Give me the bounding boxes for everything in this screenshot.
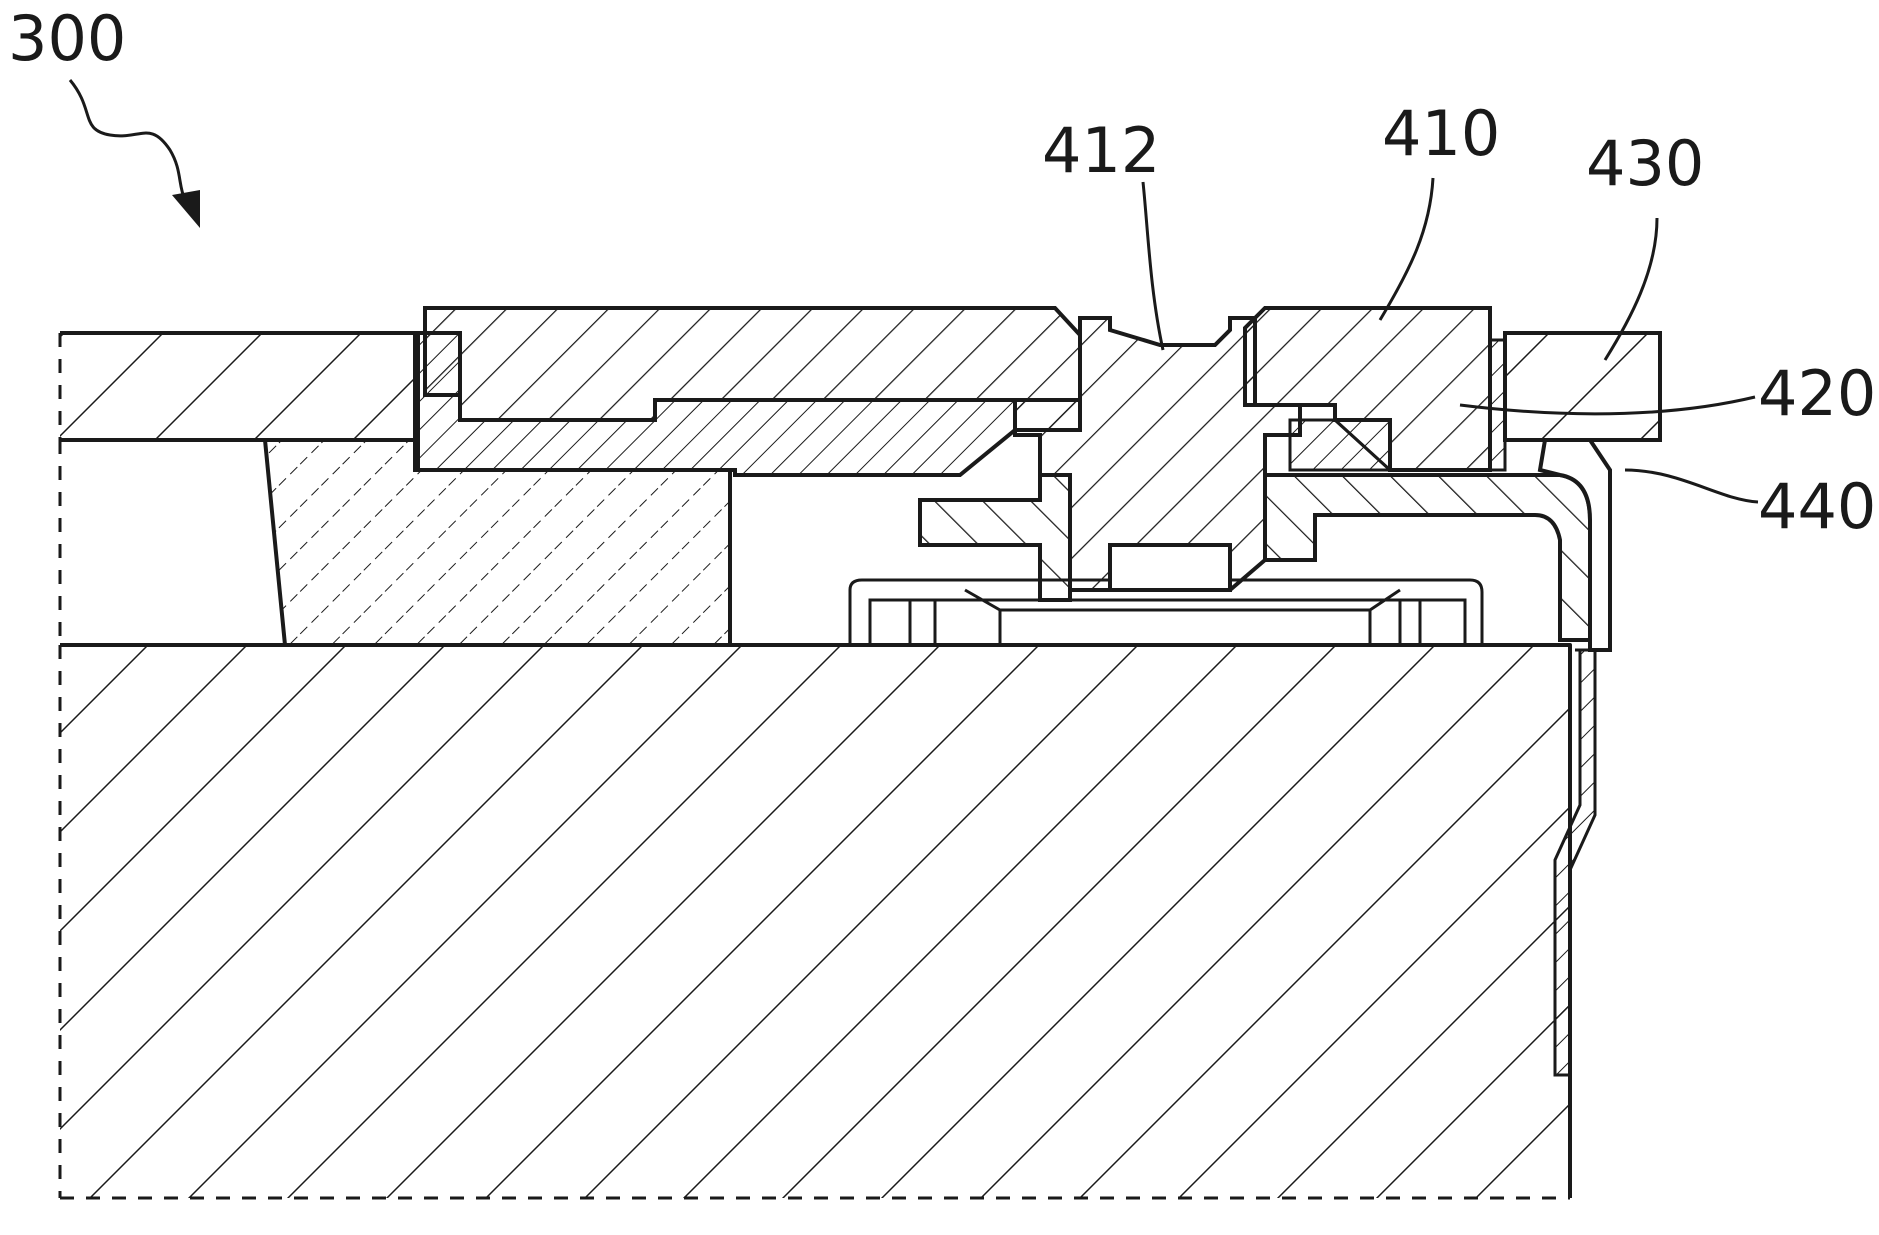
main-body xyxy=(60,645,1570,1198)
leader-412 xyxy=(1143,182,1163,350)
label-410: 410 xyxy=(1382,97,1500,170)
label-412: 412 xyxy=(1042,114,1160,187)
label-420: 420 xyxy=(1758,357,1876,430)
label-300: 300 xyxy=(8,2,126,75)
leader-440 xyxy=(1625,470,1758,502)
assembly-arrow xyxy=(70,80,200,228)
top-plate-430 xyxy=(1505,333,1660,440)
label-440: 440 xyxy=(1758,470,1876,543)
label-430: 430 xyxy=(1586,127,1704,200)
leader-410 xyxy=(1380,178,1433,320)
